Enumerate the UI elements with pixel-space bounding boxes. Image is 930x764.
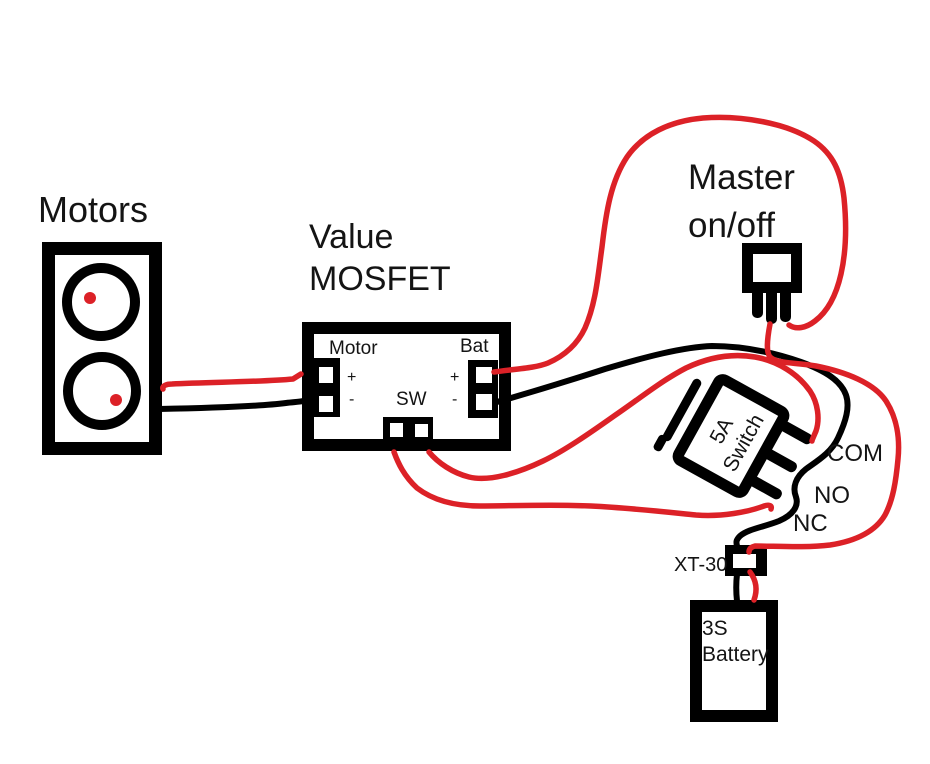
mosfet-sw-right-pin: [415, 424, 428, 437]
master-switch-label: Master on/off: [688, 158, 795, 246]
mosfet-bat-minus-label: -: [452, 391, 458, 408]
master-switch-leg-right: [780, 291, 791, 322]
mosfet-motor-terminal: [313, 358, 340, 417]
wire-xt30-battery-black: [733, 571, 740, 604]
switch-5a-lever-stub: [653, 434, 667, 452]
switch-5a-label-line1: 5A: [706, 414, 739, 448]
mosfet-motor-port-label: Motor: [329, 338, 378, 359]
mosfet-title: Value MOSFET: [309, 218, 451, 299]
mosfet-sw-port-label: SW: [396, 389, 427, 410]
switch-5a-no-label: NO: [814, 482, 850, 509]
xt30-connector: [725, 545, 767, 576]
motor-bottom-circle: [63, 352, 141, 430]
battery-label: 3S Battery: [702, 617, 769, 667]
wire-xt30-battery-red: [747, 569, 759, 603]
mosfet-sw-left-pin: [390, 423, 403, 437]
switch-5a-nc-leg: [746, 474, 782, 500]
switch-5a-com-leg: [777, 419, 813, 445]
wire-motor-plus: [160, 371, 304, 392]
xt30-slot: [733, 554, 756, 568]
mosfet-motor-minus-pin: [319, 396, 333, 412]
switch-5a-label-line2: Switch: [719, 410, 769, 475]
switch-5a-nc-label: NC: [793, 510, 828, 537]
wire-motor-minus: [156, 398, 306, 412]
xt30-label: XT-30: [674, 554, 728, 576]
motors-box: [42, 242, 162, 455]
master-switch-leg-left: [752, 291, 763, 318]
master-switch-leg-middle: [766, 291, 777, 324]
motors-label: Motors: [38, 189, 149, 230]
mosfet-motor-plus-label: +: [347, 369, 357, 386]
mosfet-bat-terminal: [468, 360, 498, 418]
mosfet-motor-plus-pin: [319, 367, 333, 383]
mosfet-bat-plus-label: +: [450, 369, 460, 386]
motor-top-circle: [62, 263, 140, 341]
mosfet-bat-port-label: Bat: [460, 336, 489, 357]
mosfet-motor-minus-label: -: [349, 391, 355, 408]
wire-sw-to-nc: [391, 449, 774, 519]
switch-5a-no-leg: [761, 447, 797, 473]
mosfet-bat-plus-pin: [476, 367, 492, 383]
mosfet-bat-minus-pin: [476, 394, 492, 410]
battery-box: [690, 600, 778, 722]
switch-5a-com-label: COM: [827, 440, 883, 467]
mosfet-sw-terminal: [383, 417, 433, 444]
switch-5a-lever: [662, 378, 702, 442]
switch-5a-body: 5A Switch: [653, 374, 813, 500]
